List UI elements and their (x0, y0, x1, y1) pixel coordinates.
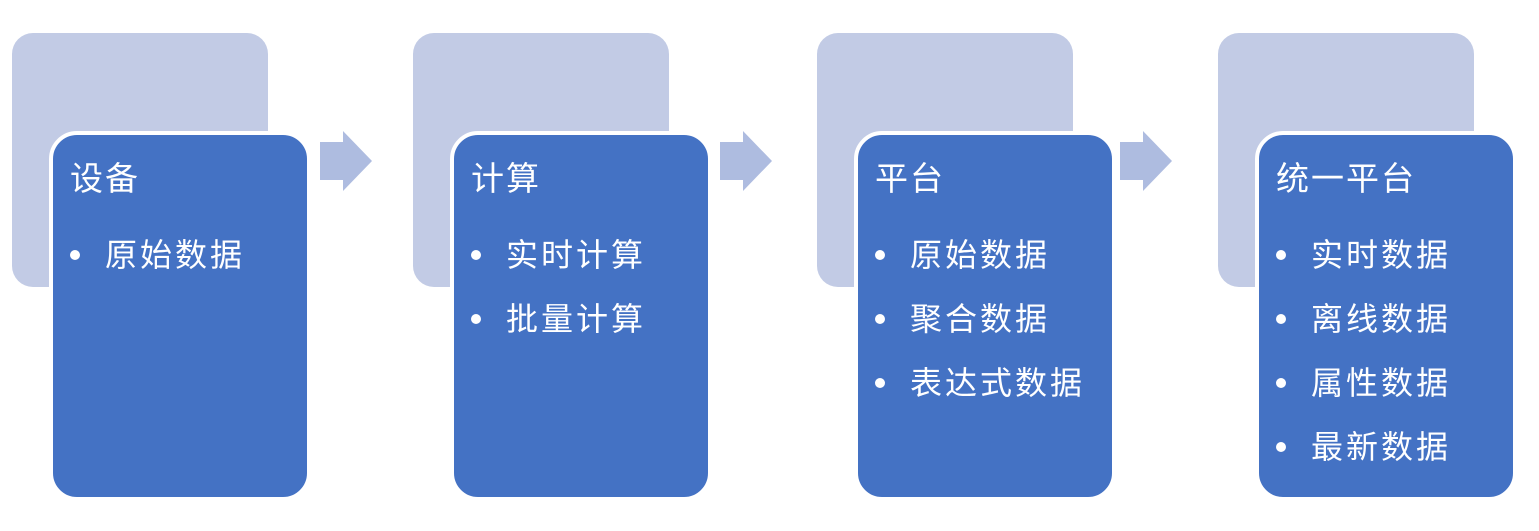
bullet-list: 原始数据 (70, 223, 301, 287)
step-group-compute: 计算 实时计算 批量计算 (413, 0, 723, 531)
step-title: 统一平台 (1276, 160, 1416, 197)
flow-arrow-icon (320, 131, 372, 191)
step-card-unified-platform: 统一平台 实时数据 离线数据 属性数据 最新数据 (1255, 131, 1517, 501)
bullet-item: 实时计算 (471, 223, 702, 287)
bullet-list: 原始数据 聚合数据 表达式数据 (875, 223, 1106, 415)
bullet-item: 表达式数据 (875, 351, 1106, 415)
bullet-item: 聚合数据 (875, 287, 1106, 351)
bullet-item: 离线数据 (1276, 287, 1507, 351)
bullet-item: 原始数据 (70, 223, 301, 287)
step-card-compute: 计算 实时计算 批量计算 (450, 131, 712, 501)
step-title: 计算 (471, 160, 541, 197)
flow-arrow-icon (1120, 131, 1172, 191)
step-group-device: 设备 原始数据 (12, 0, 322, 531)
bullet-item: 最新数据 (1276, 415, 1507, 479)
flow-arrow-icon (720, 131, 772, 191)
bullet-list: 实时数据 离线数据 属性数据 最新数据 (1276, 223, 1507, 479)
bullet-item: 实时数据 (1276, 223, 1507, 287)
step-title: 设备 (70, 160, 140, 197)
bullet-item: 批量计算 (471, 287, 702, 351)
bullet-item: 原始数据 (875, 223, 1106, 287)
step-card-platform: 平台 原始数据 聚合数据 表达式数据 (854, 131, 1116, 501)
step-group-unified-platform: 统一平台 实时数据 离线数据 属性数据 最新数据 (1218, 0, 1528, 531)
step-card-device: 设备 原始数据 (49, 131, 311, 501)
step-group-platform: 平台 原始数据 聚合数据 表达式数据 (817, 0, 1127, 531)
step-title: 平台 (875, 160, 945, 197)
bullet-item: 属性数据 (1276, 351, 1507, 415)
bullet-list: 实时计算 批量计算 (471, 223, 702, 351)
